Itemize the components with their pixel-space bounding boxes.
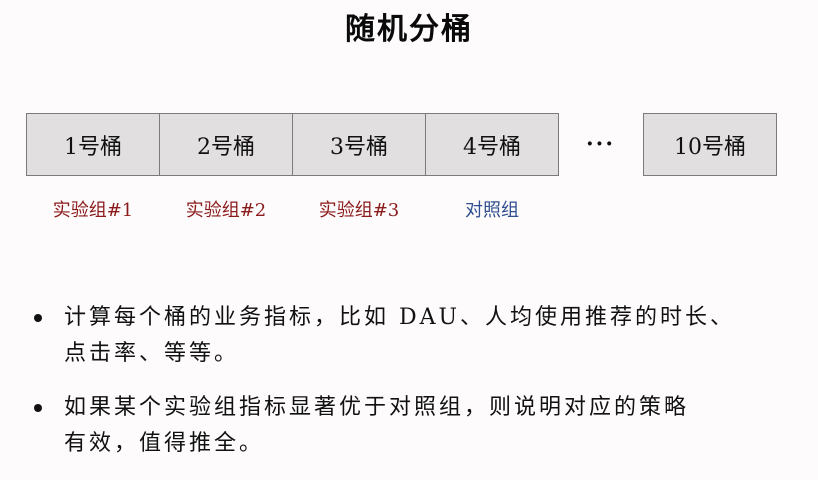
bullet-item: 计算每个桶的业务指标，比如 DAU、人均使用推荐的时长、 点击率、等等。	[30, 300, 810, 372]
bullet-dot-icon	[34, 314, 42, 322]
bullet-item: 如果某个实验组指标显著优于对照组，则说明对应的策略 有效，值得推全。	[30, 390, 810, 462]
bullet-text-line: 如果某个实验组指标显著优于对照组，则说明对应的策略	[64, 395, 690, 420]
group-label-experiment-3: 实验组#3	[318, 200, 400, 221]
bucket-10: 10号桶	[643, 113, 777, 176]
slide-title: 随机分桶	[345, 12, 473, 47]
bullet-list: 计算每个桶的业务指标，比如 DAU、人均使用推荐的时长、 点击率、等等。 如果某…	[30, 300, 810, 480]
bucket-3: 3号桶	[292, 113, 426, 176]
bucket-1: 1号桶	[26, 113, 160, 176]
group-label-control: 对照组	[465, 200, 519, 221]
bucket-2: 2号桶	[159, 113, 293, 176]
bullet-text-line: 点击率、等等。	[64, 341, 240, 366]
bullet-text-line: 有效，值得推全。	[64, 431, 265, 456]
ellipsis: ···	[586, 131, 615, 157]
group-label-experiment-2: 实验组#2	[185, 200, 267, 221]
group-label-experiment-1: 实验组#1	[52, 200, 134, 221]
bullet-dot-icon	[34, 404, 42, 412]
bucket-4: 4号桶	[425, 113, 559, 176]
bullet-text-line: 计算每个桶的业务指标，比如 DAU、人均使用推荐的时长、	[64, 305, 736, 330]
